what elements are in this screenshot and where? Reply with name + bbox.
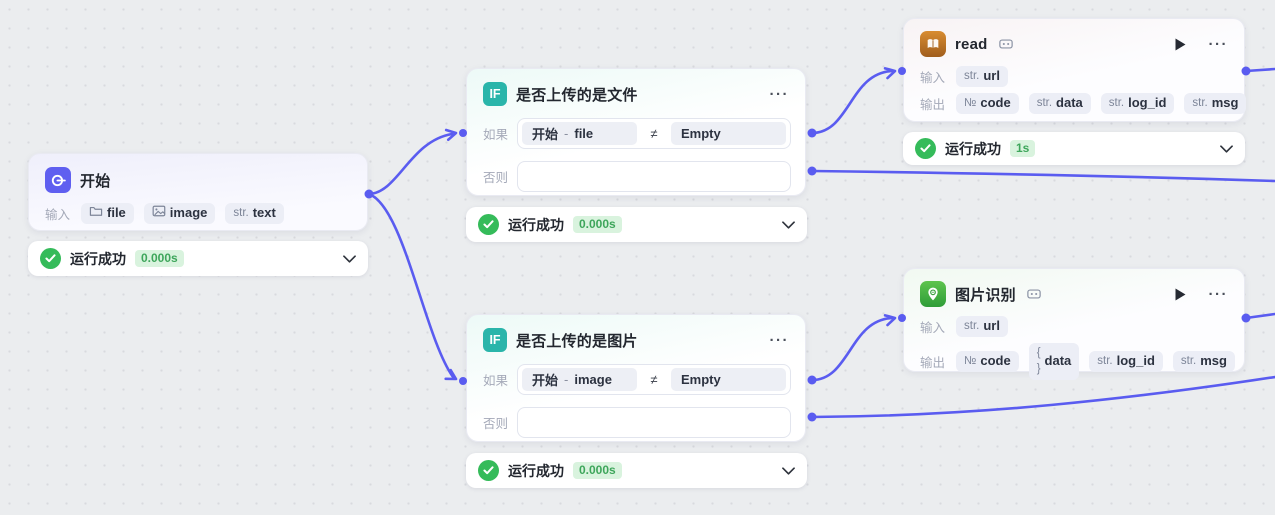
edge-if-file-to-read[interactable] [810,69,895,135]
not-equal-operator[interactable]: ≠ [650,126,658,141]
start-input-file: file [81,203,134,224]
if-label: 如果 [483,128,509,142]
edge-if-image-else-right[interactable] [810,375,1275,419]
if-icon: IF [483,82,507,106]
node-start[interactable]: 开始 输入 file image str. text [28,153,368,231]
more-icon[interactable]: ··· [1208,35,1228,53]
if-label: 如果 [483,374,509,388]
more-icon[interactable]: ··· [769,331,789,349]
image-icon [152,205,166,221]
success-check-icon [915,138,936,159]
edge-if-image-to-recognition[interactable] [810,316,895,382]
start-node-icon [45,167,71,193]
more-icon[interactable]: ··· [769,85,789,103]
image-recognition-plugin-icon [920,281,946,307]
not-equal-operator[interactable]: ≠ [650,372,658,387]
start-inputs-label: 输入 [45,208,71,222]
chevron-down-icon[interactable] [1220,144,1233,153]
start-status-text: 运行成功 [70,250,126,267]
folder-icon [89,205,103,221]
edge-read-right[interactable] [1244,67,1275,73]
recognition-output-data: { }data [1028,343,1080,380]
edge-if-file-else-right[interactable] [810,169,1275,183]
read-status-bar[interactable]: 运行成功 1s [903,132,1245,165]
edge-recognition-right[interactable] [1244,312,1275,320]
run-node-icon[interactable] [1175,38,1186,51]
success-check-icon [478,214,499,235]
if-image-status-bar[interactable]: 运行成功 0.000s [466,453,807,488]
plugin-badge-icon [998,38,1013,50]
condition-left-operand[interactable]: 开始 - image [522,368,637,391]
recognition-output-msg: str.msg [1172,351,1235,372]
if-image-condition[interactable]: 开始 - image ≠ Empty [517,364,791,395]
run-node-icon[interactable] [1175,288,1186,301]
read-output-msg: str.msg [1184,93,1247,114]
chevron-down-icon[interactable] [782,220,795,229]
read-input-url: str. url [956,66,1008,87]
if-image-else-branch[interactable] [517,407,791,438]
plugin-badge-icon [1027,288,1041,300]
if-file-condition[interactable]: 开始 - file ≠ Empty [517,118,791,149]
node-if-file[interactable]: IF 是否上传的是文件 ··· 如果 开始 - file ≠ Empty 否则 [466,68,806,196]
edge-start-to-if-image[interactable] [367,192,455,379]
success-check-icon [40,248,61,269]
image-recognition-title: 图片识别 [955,286,1016,304]
success-check-icon [478,460,499,481]
chevron-down-icon[interactable] [343,254,356,263]
if-file-status-bar[interactable]: 运行成功 0.000s [466,207,807,242]
condition-right-operand[interactable]: Empty [671,368,786,391]
read-output-data: str.data [1028,93,1091,114]
start-input-text: str. text [225,203,284,224]
edge-start-to-if-file[interactable] [367,132,454,196]
recognition-output-log-id: str.log_id [1089,351,1163,372]
else-label: 否则 [483,171,509,185]
if-file-title: 是否上传的是文件 [516,86,638,104]
start-duration-badge: 0.000s [135,250,184,267]
more-icon[interactable]: ··· [1208,285,1228,303]
start-status-bar[interactable]: 运行成功 0.000s [28,241,368,276]
else-label: 否则 [483,417,509,431]
recognition-input-url: str. url [956,316,1008,337]
condition-right-operand[interactable]: Empty [671,122,786,145]
chevron-down-icon[interactable] [782,466,795,475]
start-input-image: image [143,203,216,224]
condition-left-operand[interactable]: 开始 - file [522,122,637,145]
read-plugin-icon [920,31,946,57]
if-image-title: 是否上传的是图片 [516,332,638,350]
read-title: read [955,35,988,53]
node-if-image[interactable]: IF 是否上传的是图片 ··· 如果 开始 - image ≠ Empty 否则 [466,314,806,442]
if-file-else-branch[interactable] [517,161,791,192]
start-node-title: 开始 [80,172,111,190]
if-icon: IF [483,328,507,352]
read-output-log-id: str.log_id [1100,93,1175,114]
